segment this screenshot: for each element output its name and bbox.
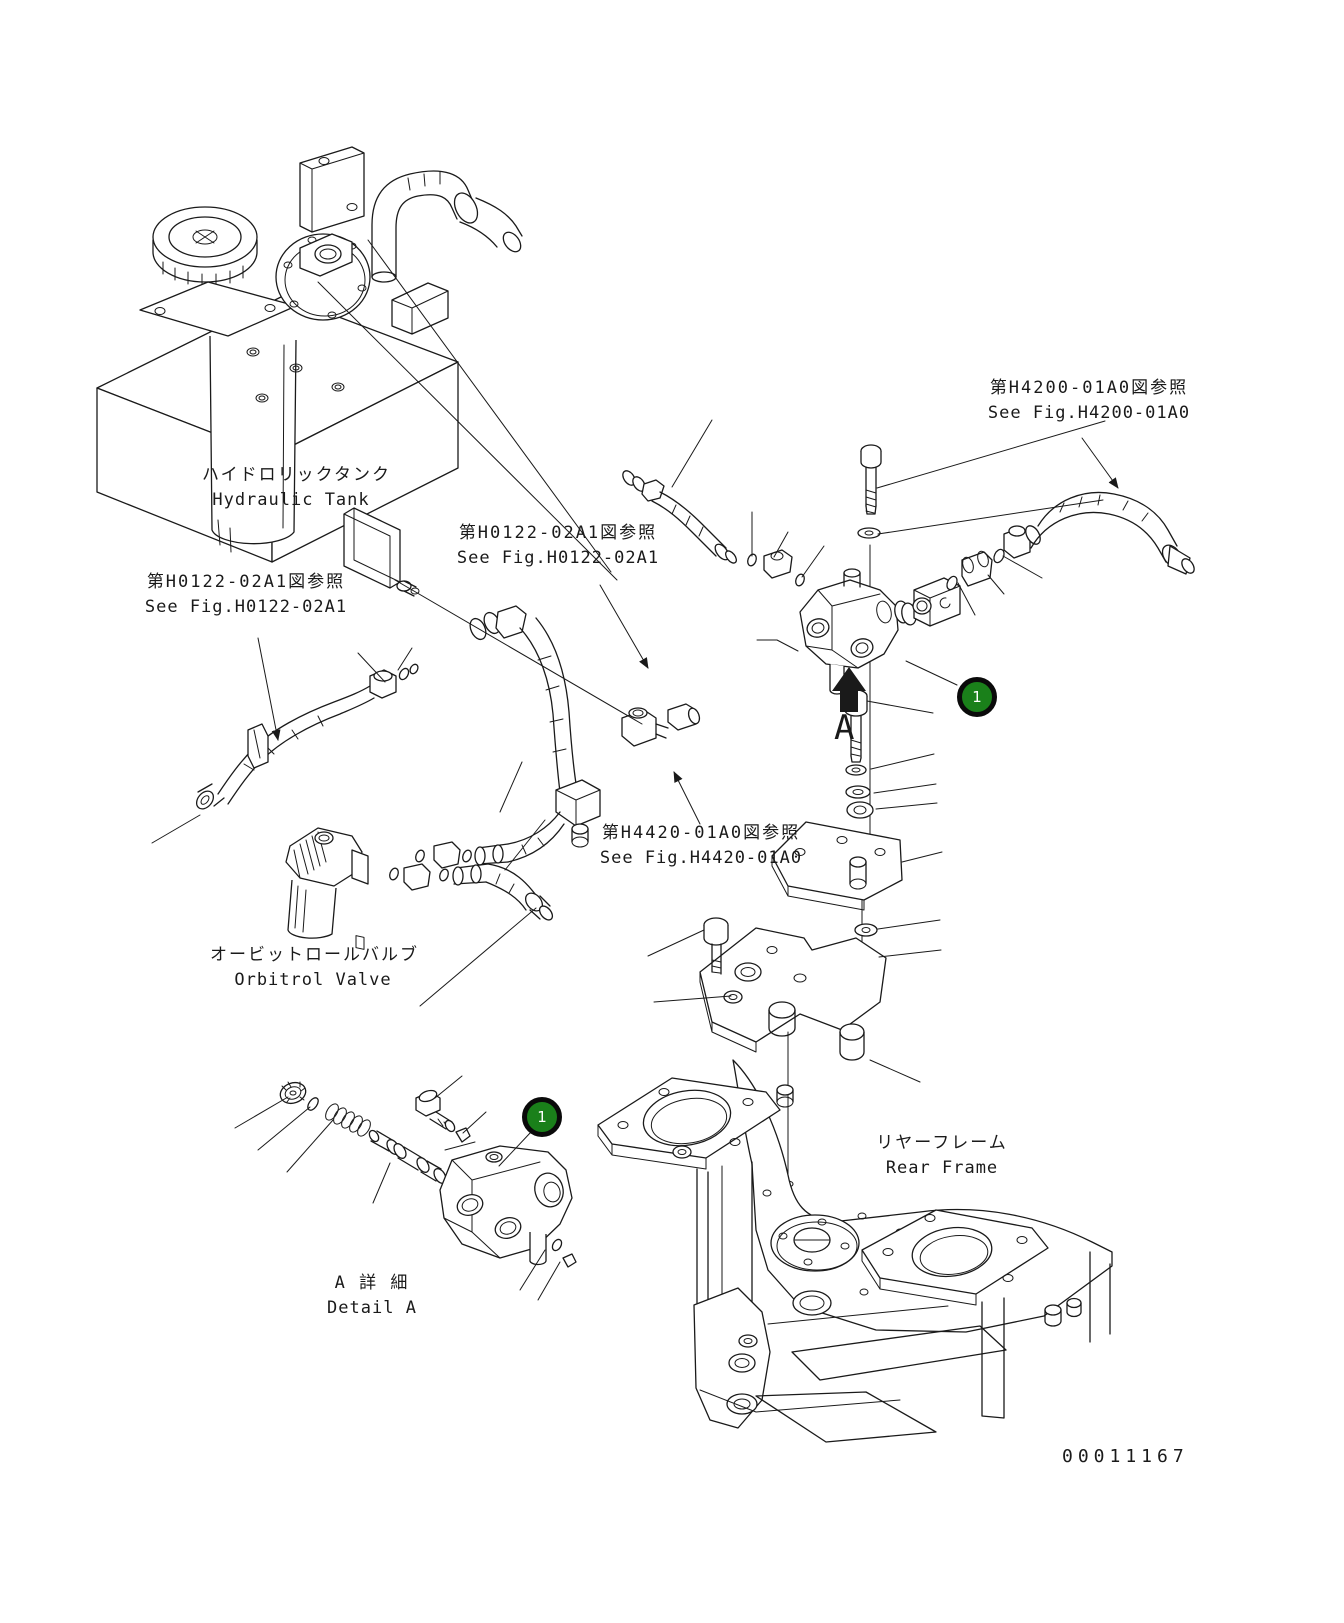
- label-see-fig-h0122-mid-jp: 第H0122-02A1図参照: [458, 523, 658, 543]
- label-see-fig-h4420-jp: 第H4420-01A0図参照: [601, 823, 801, 843]
- label-rear-frame: リヤーフレーム Rear Frame: [872, 1131, 1012, 1181]
- stay-plate-2-drawing: [699, 917, 887, 1061]
- suction-hose-drawing: [469, 605, 601, 848]
- label-see-fig-h4200-jp: 第H4200-01A0図参照: [989, 378, 1189, 398]
- leader-lines: [151, 239, 1106, 1301]
- demand-valve-drawing: [799, 548, 1005, 695]
- hydraulic-tank-drawing: [96, 146, 523, 597]
- label-see-fig-h0122-mid: 第H0122-02A1図参照 See Fig.H0122-02A1: [452, 521, 664, 571]
- label-see-fig-h4200: 第H4200-01A0図参照 See Fig.H4200-01A0: [982, 376, 1196, 426]
- label-detail-a: A 詳 細 Detail A: [312, 1271, 432, 1321]
- document-number: 00011167: [1062, 1446, 1189, 1467]
- label-hydraulic-tank: ハイドロリックタンク Hydraulic Tank: [202, 463, 391, 513]
- h4420-fitting-drawing: [621, 703, 701, 747]
- callout-item-1-main[interactable]: 1: [957, 677, 997, 717]
- label-see-fig-h4420: 第H4420-01A0図参照 See Fig.H4420-01A0: [594, 821, 808, 871]
- label-orbitrol-valve: オービットロールバルブ Orbitrol Valve: [210, 943, 419, 993]
- label-hydraulic-tank-jp: ハイドロリックタンク: [202, 465, 391, 485]
- label-detail-a-jp: A 詳 細: [334, 1273, 410, 1293]
- callout-item-1-detail[interactable]: 1: [522, 1097, 562, 1137]
- label-see-fig-h0122-left: 第H0122-02A1図参照 See Fig.H0122-02A1: [140, 570, 352, 620]
- label-orbitrol-valve-en: Orbitrol Valve: [234, 970, 392, 990]
- h4200-hose-drawing: [1003, 491, 1195, 575]
- view-a-arrow-icon: [832, 667, 866, 712]
- label-see-fig-h0122-left-jp: 第H0122-02A1図参照: [146, 572, 346, 592]
- jumper-hose-drawing: [622, 470, 737, 564]
- detail-a-drawing: [279, 1081, 577, 1268]
- label-hydraulic-tank-en: Hydraulic Tank: [212, 490, 370, 510]
- orbitrol-valve-drawing: [195, 663, 565, 950]
- stay-plate-1-drawing: [771, 821, 903, 911]
- label-orbitrol-valve-jp: オービットロールバルブ: [210, 945, 419, 965]
- rear-frame-drawing: [597, 1059, 1113, 1443]
- valve-upper-fittings-drawing: [747, 444, 882, 587]
- label-see-fig-h0122-left-en: See Fig.H0122-02A1: [144, 597, 348, 617]
- label-see-fig-h4420-en: See Fig.H4420-01A0: [599, 848, 803, 868]
- label-see-fig-h0122-mid-en: See Fig.H0122-02A1: [456, 548, 660, 568]
- label-rear-frame-jp: リヤーフレーム: [876, 1133, 1008, 1153]
- label-rear-frame-en: Rear Frame: [885, 1158, 999, 1178]
- label-see-fig-h4200-en: See Fig.H4200-01A0: [987, 403, 1191, 423]
- reference-arrows: [257, 437, 1119, 825]
- view-a-letter: A: [834, 708, 855, 748]
- label-detail-a-en: Detail A: [327, 1298, 417, 1318]
